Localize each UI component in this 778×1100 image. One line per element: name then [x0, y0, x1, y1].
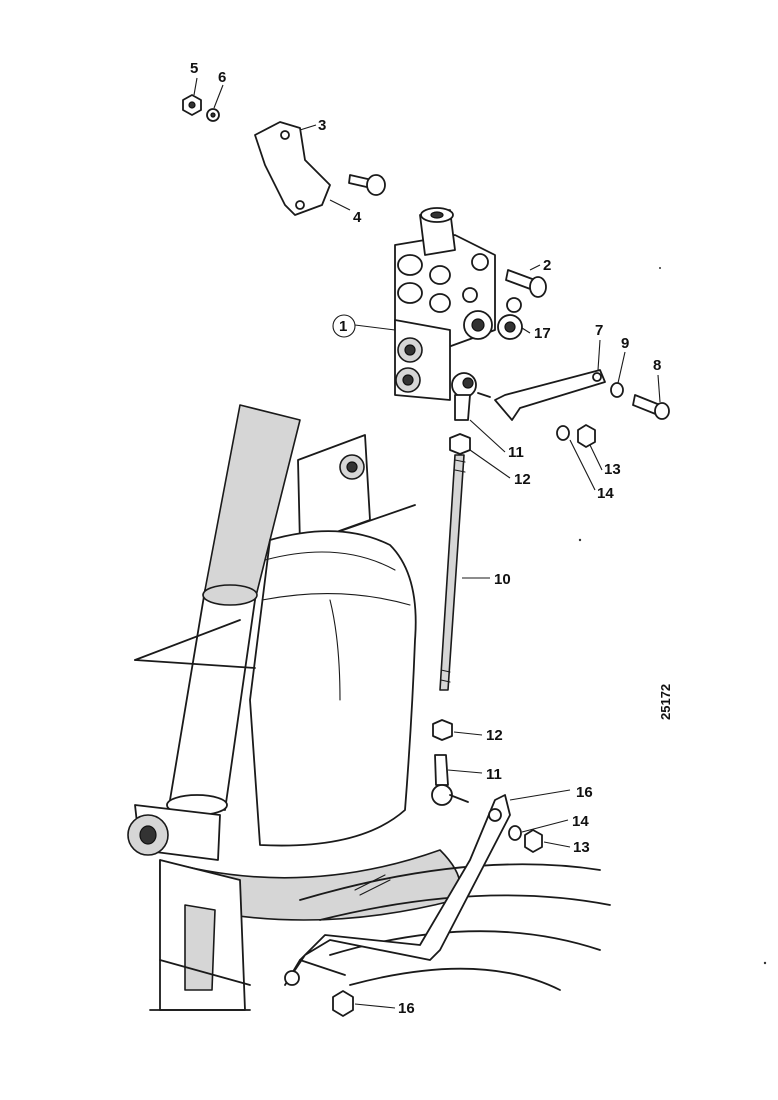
callout-12-upper: 12 [514, 471, 531, 488]
upper-ball-joint [451, 372, 596, 448]
callout-8: 8 [653, 357, 661, 374]
callout-6: 6 [218, 69, 226, 86]
upper-lever [494, 369, 670, 421]
callout-17: 17 [534, 325, 551, 342]
callout-1-circle [332, 314, 356, 338]
figure-reference-number: 25172 [658, 684, 673, 720]
lower-lever [284, 794, 511, 986]
callout-13-upper: 13 [604, 461, 621, 478]
shock-absorber [127, 404, 301, 861]
callout-14-lower: 14 [572, 813, 589, 830]
callout-11-upper: 11 [508, 444, 524, 461]
callout-4: 4 [353, 209, 362, 226]
upper-bracket [297, 434, 416, 546]
callout-3: 3 [318, 117, 326, 134]
callout-12-lower: 12 [486, 727, 503, 744]
callout-14-upper: 14 [597, 485, 614, 502]
lower-ball-joint [332, 719, 543, 1017]
bolt-2 [505, 269, 547, 298]
callout-9: 9 [621, 335, 629, 352]
callout-16-upper: 16 [576, 784, 593, 801]
callouts: 5 6 3 4 2 1 17 7 9 8 11 12 13 14 10 12 1… [190, 60, 673, 1017]
levelling-valve [394, 207, 496, 401]
nut-and-washer [182, 94, 220, 122]
callout-7: 7 [595, 322, 603, 339]
callout-1: 1 [339, 318, 347, 335]
callout-10: 10 [494, 571, 511, 588]
callout-16-lower: 16 [398, 1000, 415, 1017]
callout-11-lower: 11 [486, 766, 502, 783]
specks [578, 267, 767, 965]
adjusting-rod [439, 433, 471, 691]
callout-2: 2 [543, 257, 551, 274]
lower-mount [149, 859, 251, 1011]
callout-5: 5 [190, 60, 198, 77]
callout-13-lower: 13 [573, 839, 590, 856]
mounting-bracket [254, 121, 386, 216]
eyelet-17 [497, 297, 523, 340]
leader-lines [193, 77, 661, 1009]
